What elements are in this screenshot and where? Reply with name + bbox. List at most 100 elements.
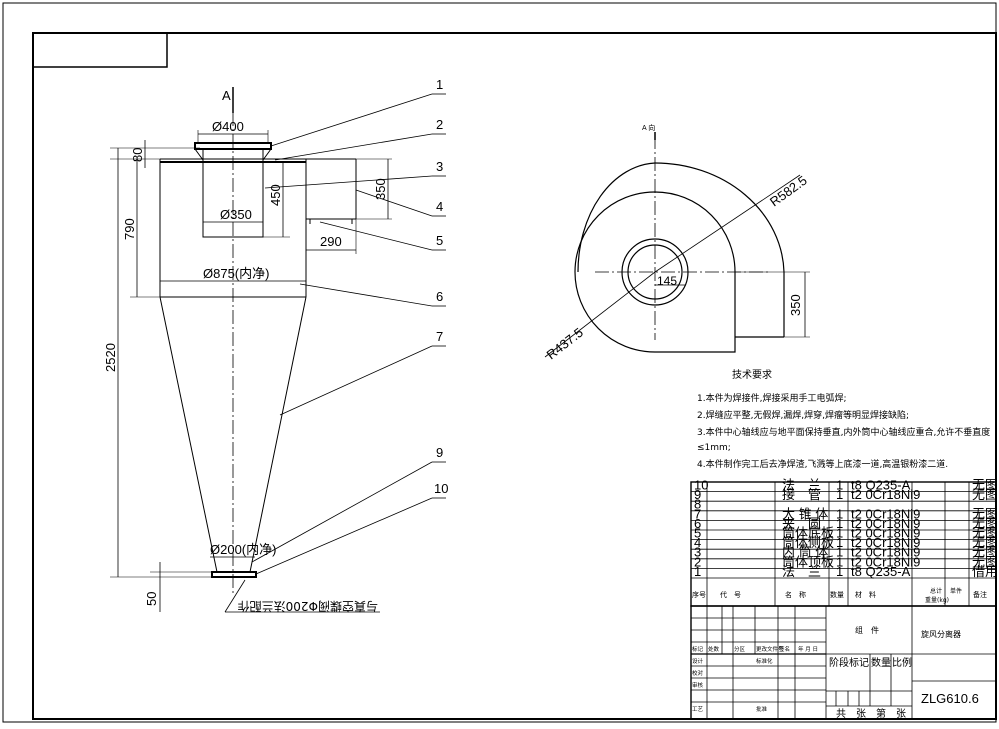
- bom-cell-remark: 无图: [972, 487, 998, 502]
- bom-cell-qty: 1: [836, 487, 843, 502]
- bom-cell-qty: 1: [836, 516, 843, 531]
- bom-table: [690, 481, 997, 607]
- dim-radius-inner: R437.5: [544, 325, 586, 363]
- bom-cell-name: 大 锥 体: [782, 506, 828, 521]
- bom-cell-no: 4: [694, 535, 701, 550]
- bom-cell-remark: 无图: [972, 478, 998, 493]
- tech-req-item-3b: ≤1mm;: [697, 443, 731, 453]
- dim-inlet-height: 350: [373, 178, 388, 200]
- dim-cyl-height: 790: [122, 218, 137, 240]
- dim-bottom-outlet: Ø200(内净): [210, 542, 276, 557]
- tb-rev-doc: 更改文件号: [756, 645, 784, 653]
- bom-cell-material: t2 0Cr18Ni9: [851, 516, 920, 531]
- bom-cell-remark: 无图: [972, 516, 998, 531]
- tb-approve: 批准: [756, 705, 768, 713]
- dim-inner-height: 450: [268, 184, 283, 206]
- tb-rev-sign: 签名: [779, 645, 790, 653]
- dim-flange-height: 80: [130, 148, 145, 162]
- title-block: [690, 605, 997, 720]
- dim-bottom-height: 50: [144, 592, 159, 606]
- bom-cell-no: 1: [694, 564, 701, 579]
- tb-role-check: 校对: [692, 669, 704, 677]
- bom-cell-name: 筒体底板: [782, 526, 834, 541]
- part-no-1: 1: [436, 77, 443, 92]
- bom-cell-remark: 借用: [972, 564, 998, 579]
- reverse-title-box: [32, 32, 168, 68]
- tb-role-design: 设计: [692, 657, 704, 665]
- tb-part-name: 旋风分离器: [921, 629, 961, 639]
- tb-weight: 数量: [871, 656, 891, 669]
- title-block-texts: 组 件 旋风分离器 ZLG610.6 阶段标记 数量 比例 共 张 第 张 标记…: [692, 625, 979, 720]
- bom-cell-name: 内 筒 体: [782, 545, 828, 560]
- dim-gap: 145: [657, 274, 677, 288]
- tb-sheets: 共 张 第 张: [836, 707, 906, 720]
- part-no-10: 10: [434, 481, 448, 496]
- bom-cell-material: t2 0Cr18Ni9: [851, 487, 920, 502]
- bom-cell-qty: 1: [836, 526, 843, 541]
- bottom-note: 与真空蝶阀Φ200法兰配作: [238, 599, 378, 614]
- part-number-labels: 1 2 3 4 5 6 7 9 10: [434, 77, 448, 496]
- tech-req-item-3: 3.本件中心轴线应与地平面保持垂直,内外筒中心轴线应重合,允许不垂直度: [697, 426, 990, 438]
- bom-cell-material: t8 Q235-A: [851, 478, 911, 493]
- bom-header-material: 材 料: [855, 590, 876, 599]
- bom-cell-remark: 无图: [972, 506, 998, 521]
- tb-stage-mark: 阶段标记: [829, 656, 869, 669]
- bom-header-remark: 备注: [973, 590, 987, 599]
- bom-cell-material: t2 0Cr18Ni9: [851, 554, 920, 569]
- bom-cell-no: 9: [694, 487, 701, 502]
- top-view: [544, 132, 810, 358]
- bom-cell-remark: 无图: [972, 554, 998, 569]
- bom-cell-name: 接 管: [782, 487, 821, 502]
- tb-rev-date: 年 月 日: [798, 645, 818, 653]
- dimension-texts: Ø400 Ø350 Ø875(内净) Ø200(内净) 290 80 790 2…: [103, 119, 388, 614]
- tech-req-item-1: 1.本件为焊接件,焊接采用手工电弧焊;: [697, 392, 846, 404]
- bom-cell-name: 法 兰: [782, 478, 821, 493]
- dim-top-outlet: Ø400: [212, 119, 244, 134]
- bom-cell-remark: 无图: [972, 526, 998, 541]
- inner-frame: [32, 32, 997, 720]
- bom-cell-material: t8 Q235-A: [851, 564, 911, 579]
- part-no-9: 9: [436, 445, 443, 460]
- bom-cell-qty: 1: [836, 535, 843, 550]
- bom-cell-remark: 无图: [972, 545, 998, 560]
- tb-drawing-no: ZLG610.6: [921, 691, 979, 706]
- bom-cell-material: t2 0Cr18Ni9: [851, 545, 920, 560]
- tb-rev-mark: 标记: [692, 645, 704, 653]
- bom-header: 序号 代 号 名 称 数量 材 料 单件 总计 重量(kg) 备注: [692, 587, 987, 604]
- top-view-texts: A 向 145 R582.5 R437.5 350: [544, 123, 810, 362]
- bom-cell-no: 5: [694, 526, 701, 541]
- part-no-5: 5: [436, 233, 443, 248]
- dim-inner-tube: Ø350: [220, 207, 252, 222]
- tb-scale: 比例: [892, 656, 912, 669]
- bom-cell-no: 6: [694, 516, 701, 531]
- bom-cell-no: 7: [694, 506, 701, 521]
- bom-rows: 10 法 兰 1 t8 Q235-A 无图 9 接 管 1 t2 0Cr18Ni9 无图 87 大 锥…: [694, 478, 998, 579]
- bom-cell-name: 筒体侧板: [782, 535, 834, 550]
- bom-cell-name: 夹 圆: [782, 516, 821, 531]
- bom-header-name: 名 称: [785, 590, 806, 599]
- dim-radius-outer: R582.5: [767, 173, 810, 210]
- bom-cell-material: t2 0Cr18Ni9: [851, 526, 920, 541]
- bom-cell-no: 10: [694, 478, 708, 493]
- bom-cell-no: 3: [694, 545, 701, 560]
- bom-cell-qty: 1: [836, 545, 843, 560]
- bom-header-single: 单件: [950, 587, 962, 595]
- tech-req-item-4: 4.本件制作完工后去净焊渣,飞溅等上底漆一道,高温银粉漆二道.: [697, 458, 948, 470]
- view-label-side: A: [222, 88, 231, 103]
- tb-rev-count: 处数: [708, 645, 720, 653]
- part-no-2: 2: [436, 117, 443, 132]
- bom-cell-name: 筒体顶板: [782, 554, 834, 569]
- tech-req-title: 技术要求: [732, 368, 772, 381]
- bom-cell-no: 8: [694, 497, 701, 512]
- side-view: A: [110, 87, 446, 613]
- bom-cell-material: t2 0Cr18Ni9: [851, 535, 920, 550]
- bom-header-total: 总计: [930, 587, 942, 595]
- part-no-4: 4: [436, 199, 443, 214]
- bom-cell-qty: 1: [836, 478, 843, 493]
- tech-req-item-2: 2.焊缝应平整,无假焊,漏焊,焊穿,焊瘤等明显焊接缺陷;: [697, 409, 909, 421]
- bom-header-qty: 数量: [830, 590, 844, 599]
- bom-cell-name: 法 兰: [782, 564, 821, 579]
- bom-cell-no: 2: [694, 554, 701, 569]
